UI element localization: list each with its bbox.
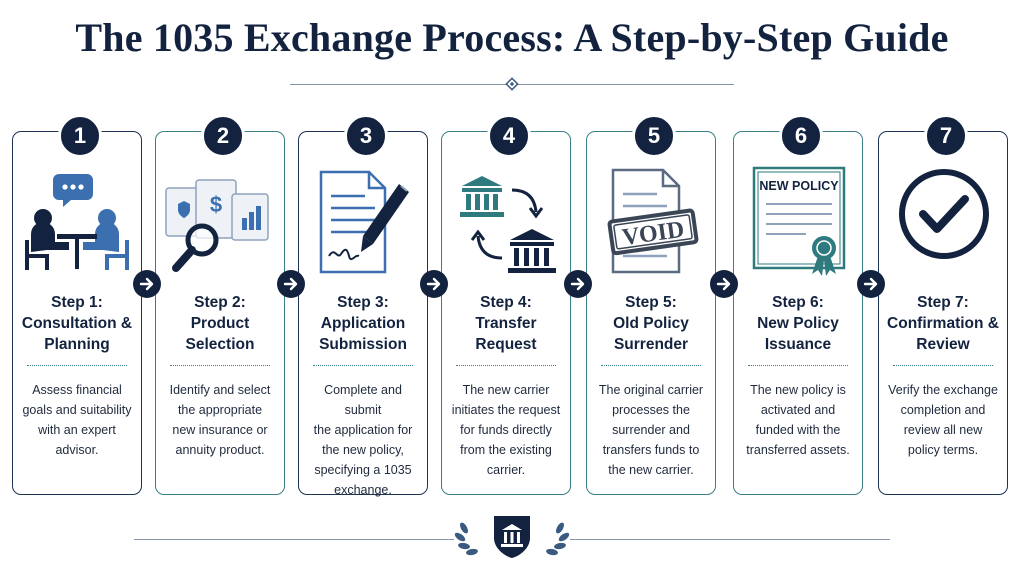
diamond-ornament-icon	[505, 77, 519, 91]
step-title: Step 2: Product Selection	[185, 294, 255, 353]
dotted-divider	[313, 365, 413, 366]
product-comparison-magnifier-icon: $	[165, 179, 269, 272]
step-title: Step 6: New Policy Issuance	[757, 294, 839, 353]
arrow-right-icon	[133, 270, 161, 298]
checkmark-circle-icon	[899, 169, 989, 259]
step-card-3: 3 Step 3: Application Submission Complet…	[298, 114, 428, 497]
step-number-badge: 5	[632, 114, 676, 158]
step-title: Step 5: Old Policy Surrender	[613, 294, 689, 353]
document-signing-pen-icon	[319, 170, 409, 274]
arrow-right-icon	[277, 270, 305, 298]
dotted-divider	[456, 365, 556, 366]
page-title: The 1035 Exchange Process: A Step-by-Ste…	[75, 15, 949, 60]
dotted-divider	[748, 365, 848, 366]
footer-divider-left	[134, 539, 454, 540]
arrow-right-icon	[564, 270, 592, 298]
step-card-7: 7 Step 7: Confirmation & Review Verify t…	[878, 114, 1008, 495]
laurel-shield-emblem-icon	[454, 516, 570, 558]
dotted-divider	[27, 365, 127, 366]
step-card-2: 2 $ Step 2: Product Selection Identify a…	[155, 114, 285, 495]
arrow-right-icon	[857, 270, 885, 298]
dotted-divider	[893, 365, 993, 366]
void-document-icon	[607, 168, 699, 274]
step-card-6: 6 NEW POLICY Step 6: New Policy Issuance…	[733, 114, 863, 495]
arrow-right-icon	[420, 270, 448, 298]
new-policy-certificate-icon: NEW POLICY	[752, 166, 846, 276]
step-number-badge: 7	[924, 114, 968, 158]
step-description: Assess financial goals and suitability w…	[22, 383, 132, 457]
bank-transfer-icon	[460, 176, 556, 273]
step-description: Complete and submit the application for …	[313, 383, 413, 497]
step-description: The original carrier processes the surre…	[598, 383, 704, 477]
svg-text:NEW POLICY: NEW POLICY	[759, 179, 839, 193]
step-card-1: 1 Step 1: Consultation & Planning Assess…	[12, 114, 142, 495]
step-number-badge: 3	[344, 114, 388, 158]
step-description: The new policy is activated and funded w…	[746, 383, 850, 457]
step-title: Step 4: Transfer Request	[475, 294, 537, 353]
step-title: Step 3: Application Submission	[319, 294, 407, 353]
step-number-badge: 4	[487, 114, 531, 158]
step-description: Identify and select the appropriate new …	[169, 383, 271, 457]
step-title: Step 1: Consultation & Planning	[21, 294, 133, 353]
step-card-4: 4 Step 4: Transfer Request The new carri…	[441, 114, 571, 495]
dotted-divider	[601, 365, 701, 366]
svg-text:$: $	[210, 192, 222, 217]
step-number-badge: 2	[201, 114, 245, 158]
svg-text:VOID: VOID	[621, 217, 686, 251]
consultation-meeting-icon	[25, 174, 129, 270]
step-card-5: 5 VOID Step 5: Old Policy Surrender The …	[586, 114, 716, 495]
void-stamp: VOID	[621, 217, 686, 251]
step-number-badge: 6	[779, 114, 823, 158]
footer-divider-right	[570, 539, 890, 540]
step-description: The new carrier initiates the request fo…	[451, 383, 561, 477]
step-number-badge: 1	[58, 114, 102, 158]
step-title: Step 7: Confirmation & Review	[887, 294, 999, 353]
arrow-right-icon	[710, 270, 738, 298]
dotted-divider	[170, 365, 270, 366]
step-description: Verify the exchange completion and revie…	[888, 383, 998, 457]
